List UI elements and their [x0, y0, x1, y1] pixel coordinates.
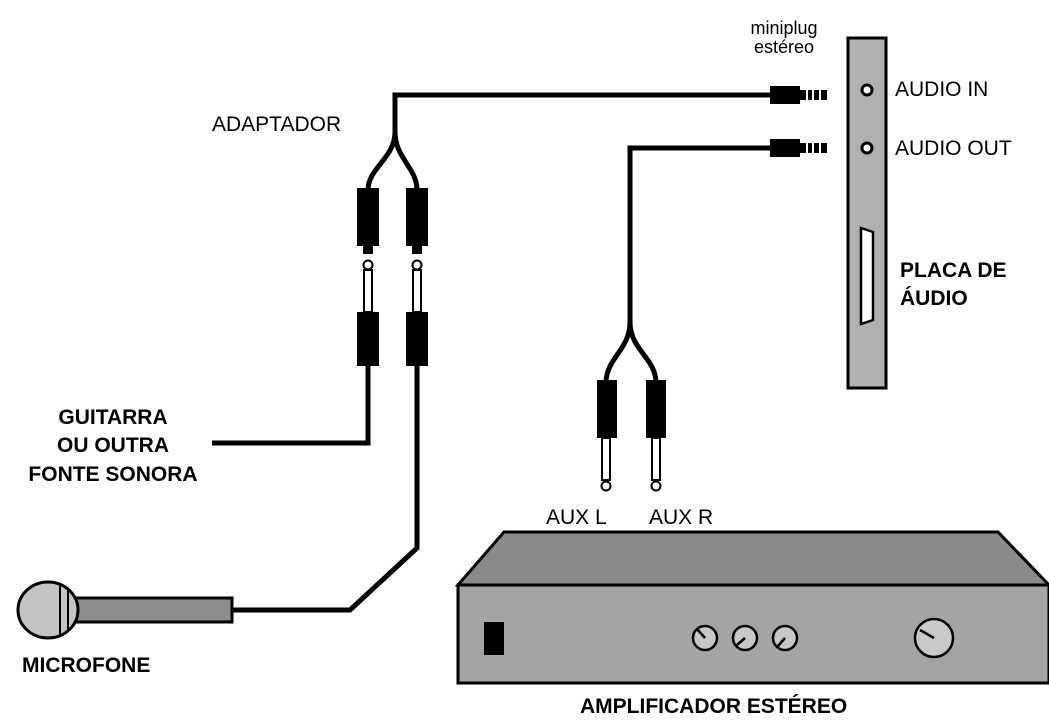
audio-in-miniplug [770, 86, 827, 104]
placa-label-line2: ÁUDIO [900, 287, 968, 311]
placa-de-audio-label: PLACA DE ÁUDIO [900, 257, 1007, 314]
amplificador-label: AMPLIFICADOR ESTÉREO [580, 695, 848, 718]
sound-card-panel [846, 36, 888, 390]
guitarra-label-line2: OU OUTRA [57, 434, 169, 458]
guitar-jack-plug [357, 259, 379, 366]
audio-in-cable [365, 92, 770, 191]
miniplug-label-line2: estéreo [753, 36, 815, 57]
guitar-cable [212, 366, 371, 446]
aux-r-plug [646, 380, 666, 492]
audio-in-jack [860, 83, 874, 97]
amplifier-knob-3 [771, 624, 799, 652]
adapter-socket-left [357, 188, 379, 254]
microfone-label: MICROFONE [22, 654, 151, 677]
amplifier-knob-2 [731, 624, 759, 652]
aux-l-label: AUX L [546, 506, 607, 529]
microphone-cable [230, 366, 420, 613]
adapter-socket-right [406, 188, 428, 254]
guitarra-label-line3: FONTE SONORA [28, 462, 198, 486]
audio-out-label: AUDIO OUT [895, 137, 1012, 160]
microphone [16, 580, 234, 640]
amplifier-knob-1 [691, 624, 719, 652]
guitarra-label-line1: GUITARRA [58, 406, 168, 429]
aux-l-plug [597, 380, 617, 492]
stereo-amplifier [454, 530, 1049, 685]
audio-out-jack [860, 141, 874, 155]
audio-out-miniplug [770, 139, 827, 157]
microphone-jack-plug [406, 259, 428, 366]
volume-knob [913, 617, 955, 659]
placa-label-line1: PLACA DE [900, 259, 1007, 282]
game-port-connector [859, 226, 875, 326]
power-switch [484, 622, 504, 655]
miniplug-label-line1: miniplug [750, 18, 818, 38]
aux-r-label: AUX R [649, 506, 714, 529]
audio-in-label: AUDIO IN [895, 78, 989, 101]
audio-out-cable [603, 145, 770, 384]
miniplug-label: miniplug estéreo [732, 19, 836, 57]
guitarra-label: GUITARRA OU OUTRA FONTE SONORA [8, 404, 218, 489]
adaptador-label: ADAPTADOR [212, 113, 342, 136]
